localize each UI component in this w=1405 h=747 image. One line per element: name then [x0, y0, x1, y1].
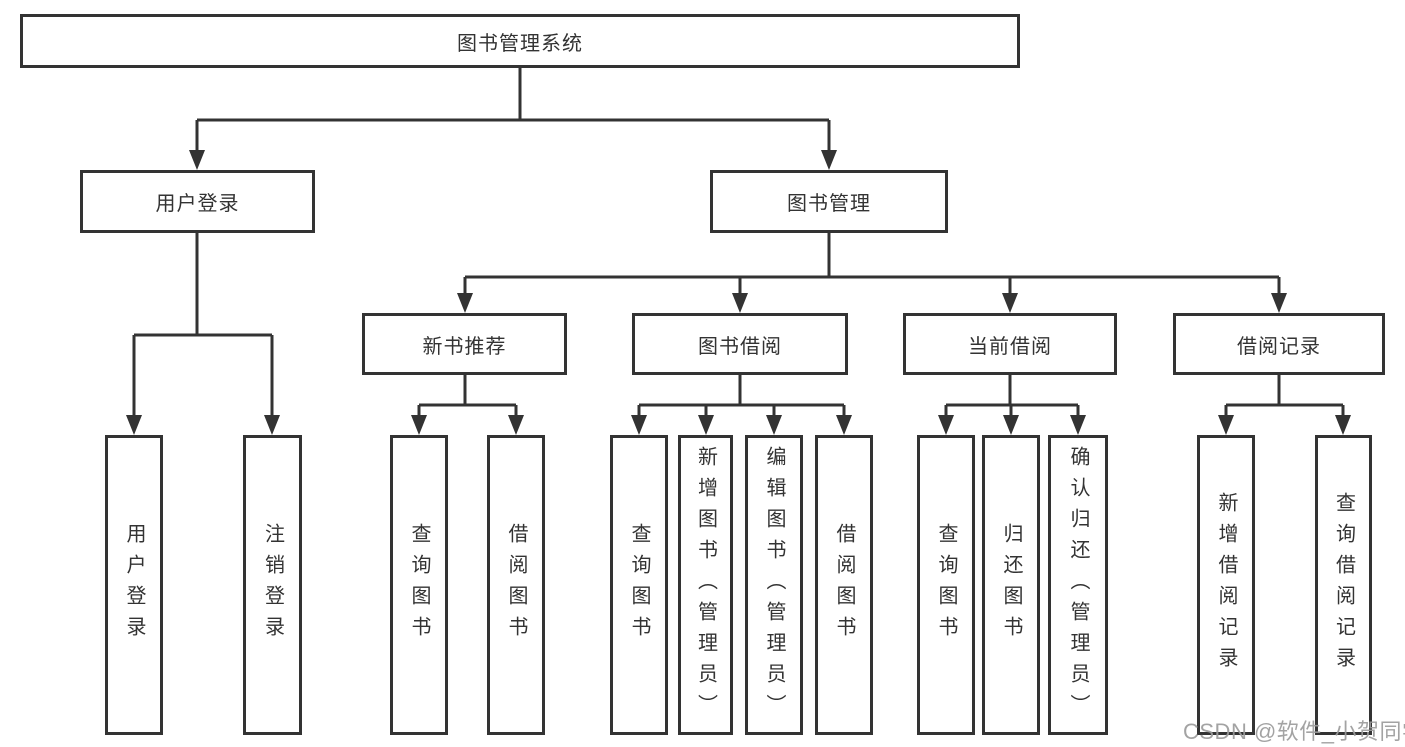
- node-library-system-label: 图书管理系统: [457, 32, 583, 55]
- leaf-borrowing-add-books-admin: 新增图书（管理员）: [678, 435, 733, 735]
- leaf-current-return-books: 归还图书: [982, 435, 1040, 735]
- leaf-user-login: 用户登录: [105, 435, 163, 735]
- node-book-borrowing: 图书借阅: [632, 313, 848, 375]
- leaf-newbooks-query-books: 查询图书: [390, 435, 448, 735]
- leaf-records-add-record-label: 新增借阅记录: [1215, 492, 1237, 678]
- leaf-borrowing-edit-books-admin-label: 编辑图书（管理员）: [763, 445, 785, 725]
- leaf-current-query-books: 查询图书: [917, 435, 975, 735]
- node-borrow-records-label: 借阅记录: [1237, 335, 1321, 358]
- node-book-management-label: 图书管理: [787, 193, 871, 215]
- node-user-login-label: 用户登录: [155, 193, 240, 215]
- leaf-borrowing-edit-books-admin: 编辑图书（管理员）: [745, 435, 803, 735]
- node-current-borrowing-label: 当前借阅: [968, 335, 1052, 358]
- node-book-borrowing-label: 图书借阅: [698, 335, 782, 358]
- node-new-book-recommend: 新书推荐: [362, 313, 567, 375]
- node-current-borrowing: 当前借阅: [903, 313, 1117, 375]
- node-new-book-recommend-label: 新书推荐: [422, 335, 507, 358]
- node-user-login: 用户登录: [80, 170, 315, 233]
- node-book-management: 图书管理: [710, 170, 948, 233]
- leaf-current-return-books-label: 归还图书: [1000, 523, 1022, 647]
- leaf-newbooks-query-books-label: 查询图书: [408, 523, 430, 647]
- leaf-records-add-record: 新增借阅记录: [1197, 435, 1255, 735]
- leaf-newbooks-borrow-books-label: 借阅图书: [505, 523, 527, 647]
- leaf-current-query-books-label: 查询图书: [935, 523, 957, 647]
- leaf-logout: 注销登录: [243, 435, 302, 735]
- leaf-borrowing-borrow-books-label: 借阅图书: [833, 523, 855, 647]
- leaf-logout-label: 注销登录: [261, 523, 284, 647]
- leaf-borrowing-query-books-label: 查询图书: [628, 523, 650, 647]
- node-library-system: 图书管理系统: [20, 14, 1020, 68]
- leaf-borrowing-borrow-books: 借阅图书: [815, 435, 873, 735]
- leaf-records-query-record-label: 查询借阅记录: [1332, 492, 1355, 678]
- node-borrow-records: 借阅记录: [1173, 313, 1385, 375]
- leaf-current-confirm-return-admin: 确认归还（管理员）: [1048, 435, 1108, 735]
- leaf-borrowing-add-books-admin-label: 新增图书（管理员）: [694, 445, 717, 725]
- leaf-user-login-label: 用户登录: [123, 523, 145, 647]
- leaf-newbooks-borrow-books: 借阅图书: [487, 435, 545, 735]
- leaf-current-confirm-return-admin-label: 确认归还（管理员）: [1067, 445, 1089, 725]
- csdn-watermark: CSDN @软件_小贺同学: [1183, 719, 1405, 744]
- leaf-records-query-record: 查询借阅记录: [1315, 435, 1372, 735]
- leaf-borrowing-query-books: 查询图书: [610, 435, 668, 735]
